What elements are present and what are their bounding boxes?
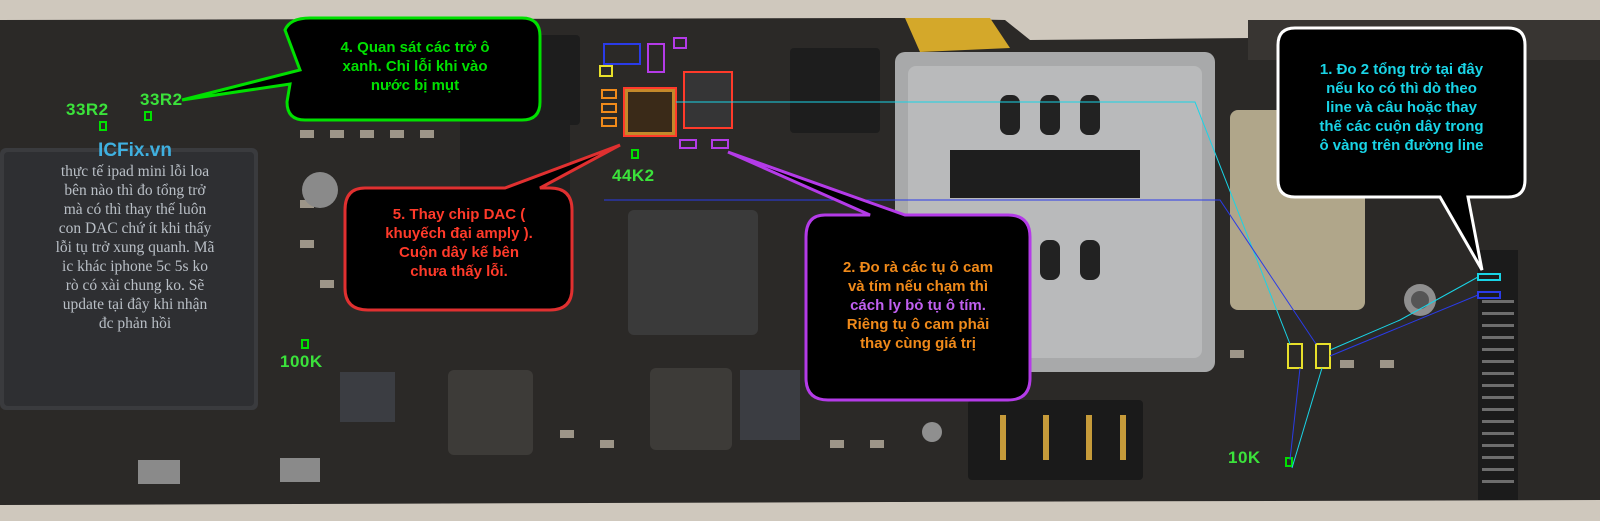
callout-step2: [727, 150, 1032, 402]
resistor-label-100k: 100K: [280, 352, 323, 371]
callout-step1-text: 1. Đo 2 tổng trở tại đây nếu ko có thì d…: [1319, 61, 1484, 154]
side-note-text: thực tế ipad mini lỗi loa bên nào thì đo…: [55, 163, 215, 332]
resistor-label-33r2-b: 33R2: [140, 90, 183, 109]
inductor-block: [628, 210, 758, 335]
resistor-label-44k2: 44K2: [612, 166, 655, 185]
callout-step5-text: 5. Thay chip DAC ( khuyếch đại amply ). …: [385, 206, 533, 280]
yellow-flex: [905, 18, 1010, 52]
callout-step4-text: 4. Quan sát các trở ô xanh. Chỉ lỗi khi …: [340, 39, 490, 94]
callout-step2-orange-b: Riêng tụ ô cam phải thay cùng giá trị: [846, 316, 990, 352]
resistor-label-33r2-a: 33R2: [66, 100, 109, 119]
callout-step4: [181, 16, 542, 122]
callout-step1: [1276, 26, 1527, 271]
callout-step2-orange-a: 2. Đo rà các tụ ô cam và tím nếu chạm th…: [842, 259, 994, 295]
brand-label: ICFix.vn: [98, 140, 172, 161]
callout-step2-text: 2. Đo rà các tụ ô cam và tím nếu chạm th…: [808, 258, 1028, 353]
callout-step2-purple: cách ly bỏ tụ ô tím.: [850, 297, 986, 314]
callout-step5: [343, 143, 621, 312]
side-note: ICFix.vn thực tế ipad mini lỗi loa bên n…: [10, 140, 260, 333]
resistor-label-10k: 10K: [1228, 448, 1261, 467]
connector: [968, 400, 1143, 480]
